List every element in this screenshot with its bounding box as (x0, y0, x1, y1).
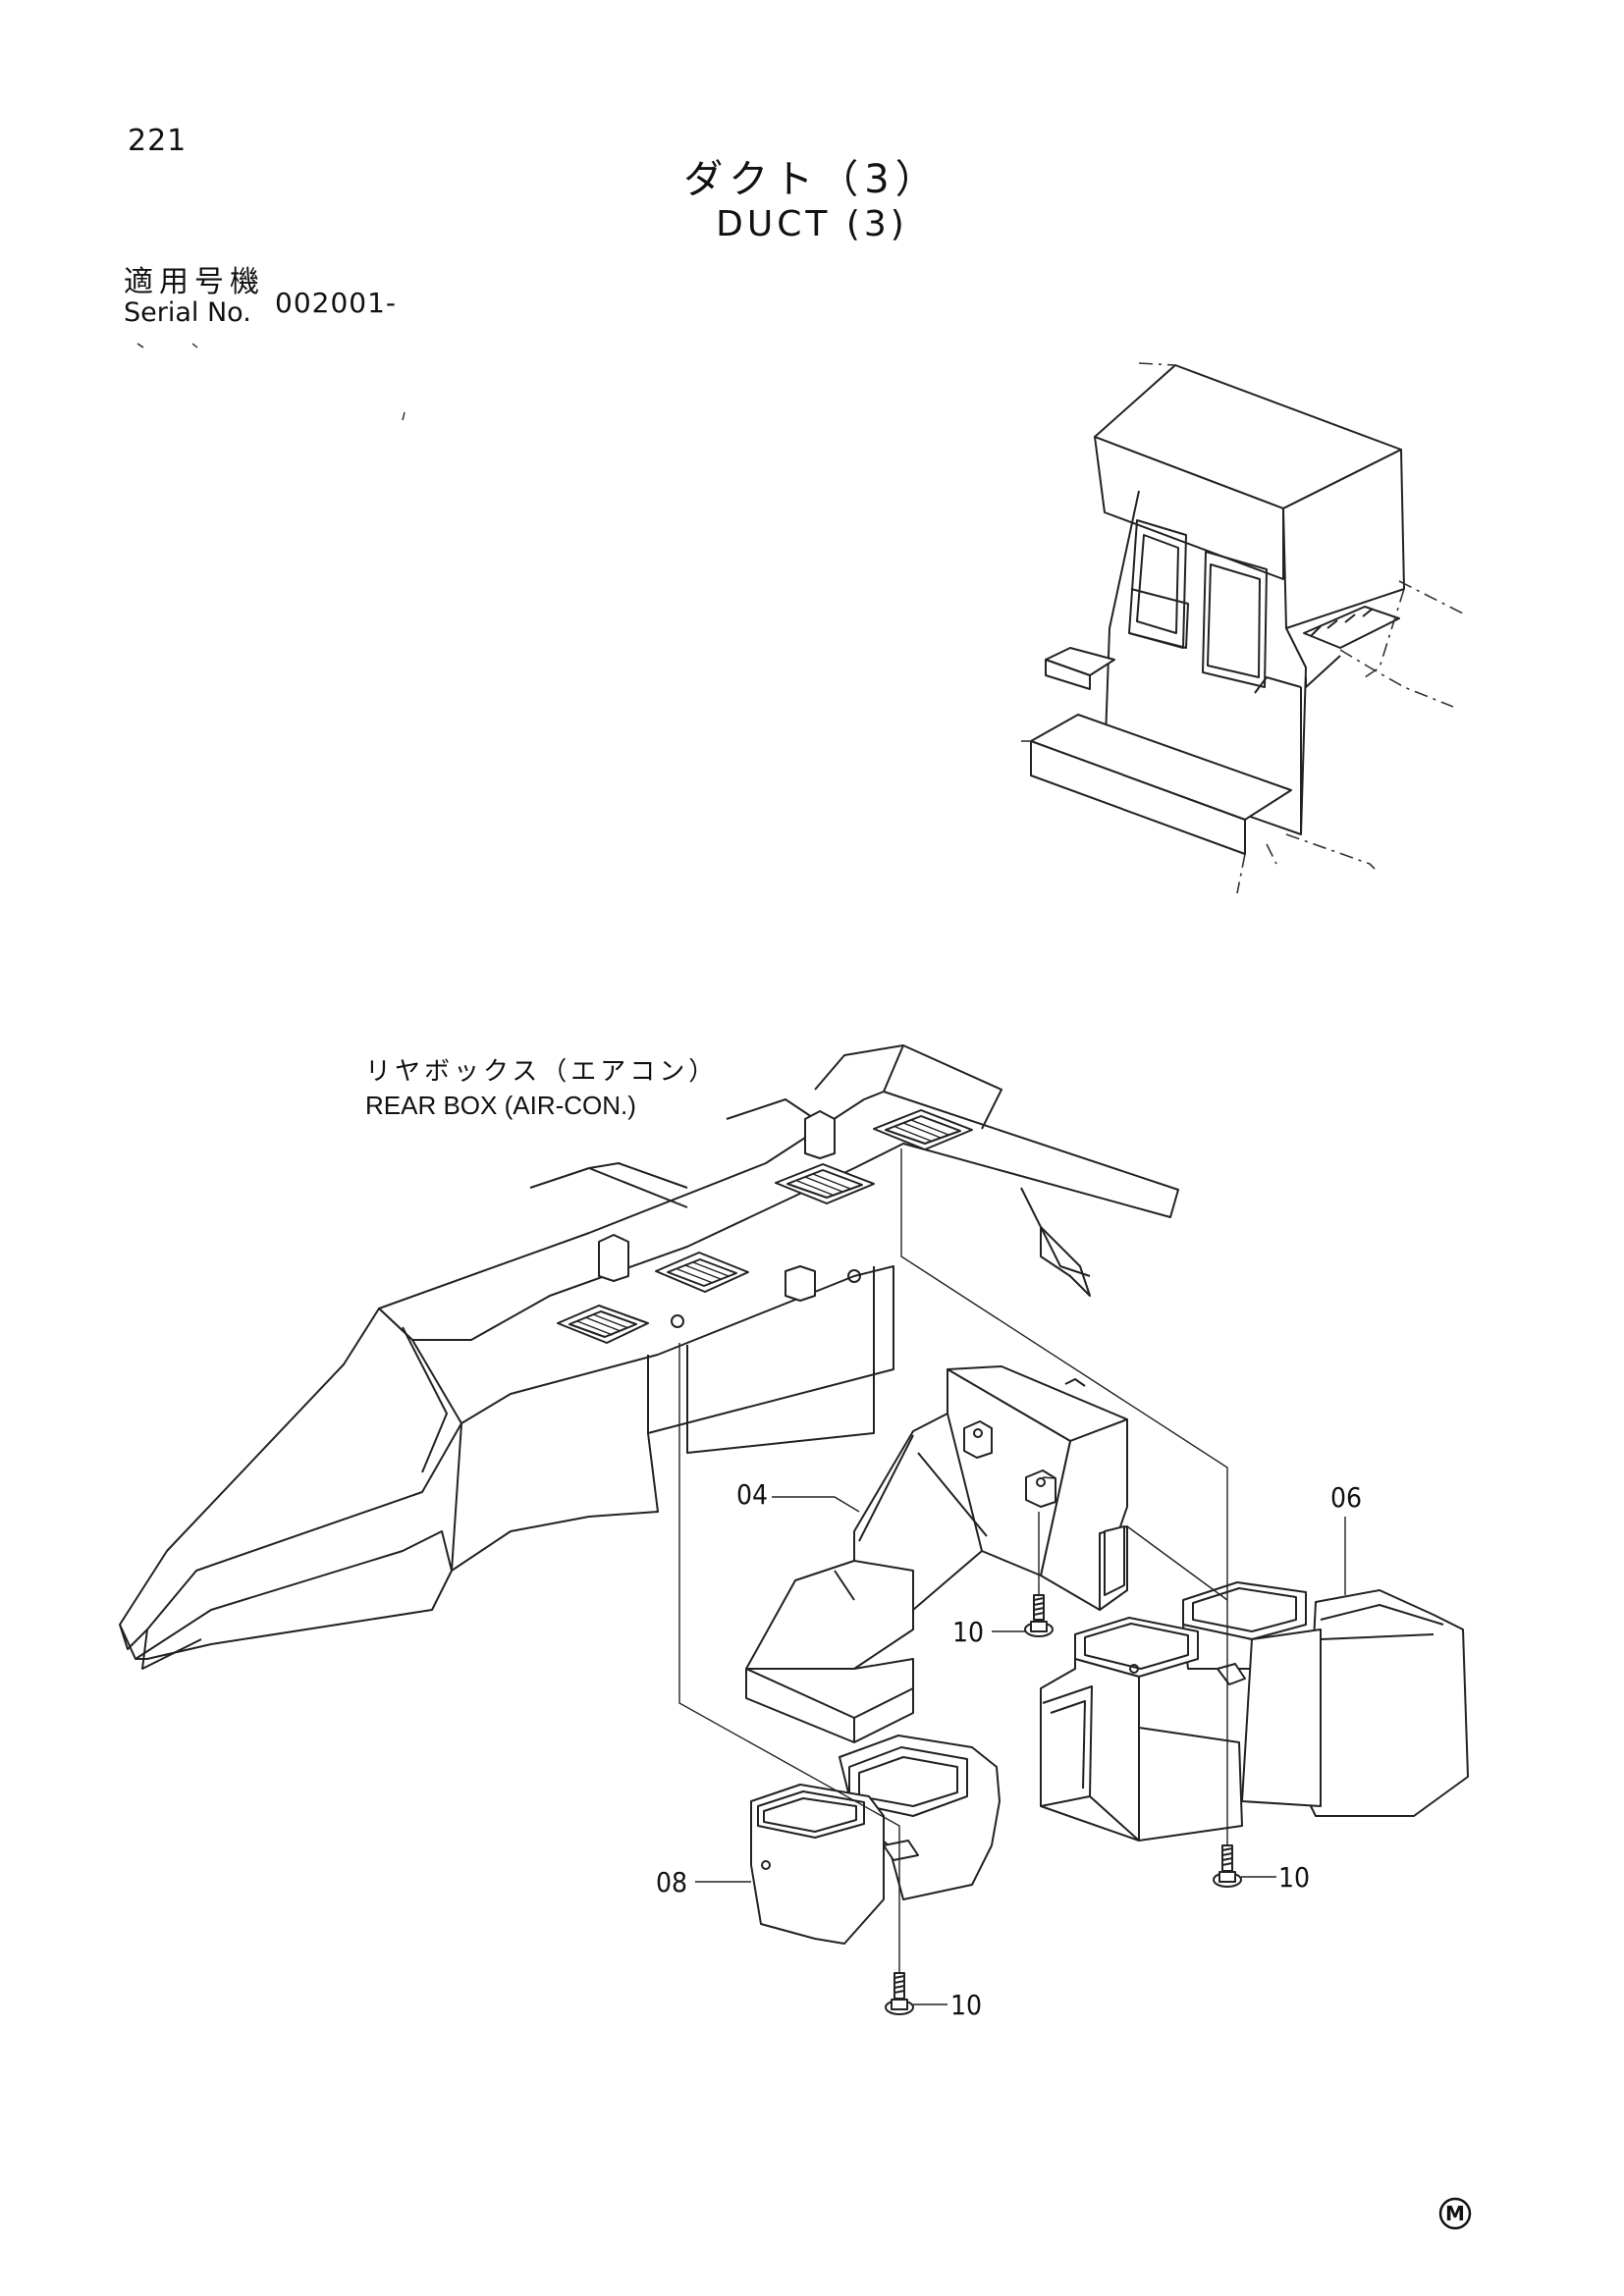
scan-specks (136, 343, 406, 421)
rear-box-label-en: REAR BOX (AIR-CON.) (365, 1091, 636, 1120)
serial-label-en: Serial No. (124, 297, 251, 328)
page-title-en: DUCT (3) (716, 204, 908, 244)
air-vent-grille (655, 1252, 749, 1293)
page-title-jp: ダクト（3） (683, 157, 941, 202)
part-04-duct (745, 1365, 1128, 1743)
air-vent-grille (873, 1109, 973, 1150)
callout-10-a: 10 (952, 1616, 984, 1648)
assembly-lines (678, 1148, 1228, 1973)
part-08-duct (750, 1735, 1001, 1945)
rear-box-label-jp: リヤボックス（エアコン） (365, 1057, 718, 1087)
air-vent-grille (775, 1163, 875, 1204)
cab-location-view (1021, 362, 1464, 894)
part-10-bolt (885, 1972, 914, 2015)
part-10-bolt (1213, 1844, 1242, 1888)
callout-10-c: 10 (950, 1989, 982, 2021)
callout-10-b: 10 (1278, 1861, 1310, 1894)
air-vent-grille (557, 1305, 649, 1344)
circled-m-mark: M (1438, 2197, 1472, 2230)
callout-06: 06 (1330, 1481, 1362, 1514)
part-10-bolt (1024, 1594, 1054, 1637)
mark-letter: M (1445, 2202, 1465, 2225)
page-number: 221 (128, 124, 188, 158)
callout-04: 04 (736, 1478, 768, 1511)
callout-08: 08 (656, 1866, 687, 1898)
serial-label-jp: 適用号機 (124, 265, 265, 299)
serial-value: 002001- (275, 287, 397, 319)
rear-box-housing (119, 1044, 1179, 1670)
callout-leaders (695, 1496, 1346, 2005)
part-06-duct (1040, 1581, 1469, 1842)
